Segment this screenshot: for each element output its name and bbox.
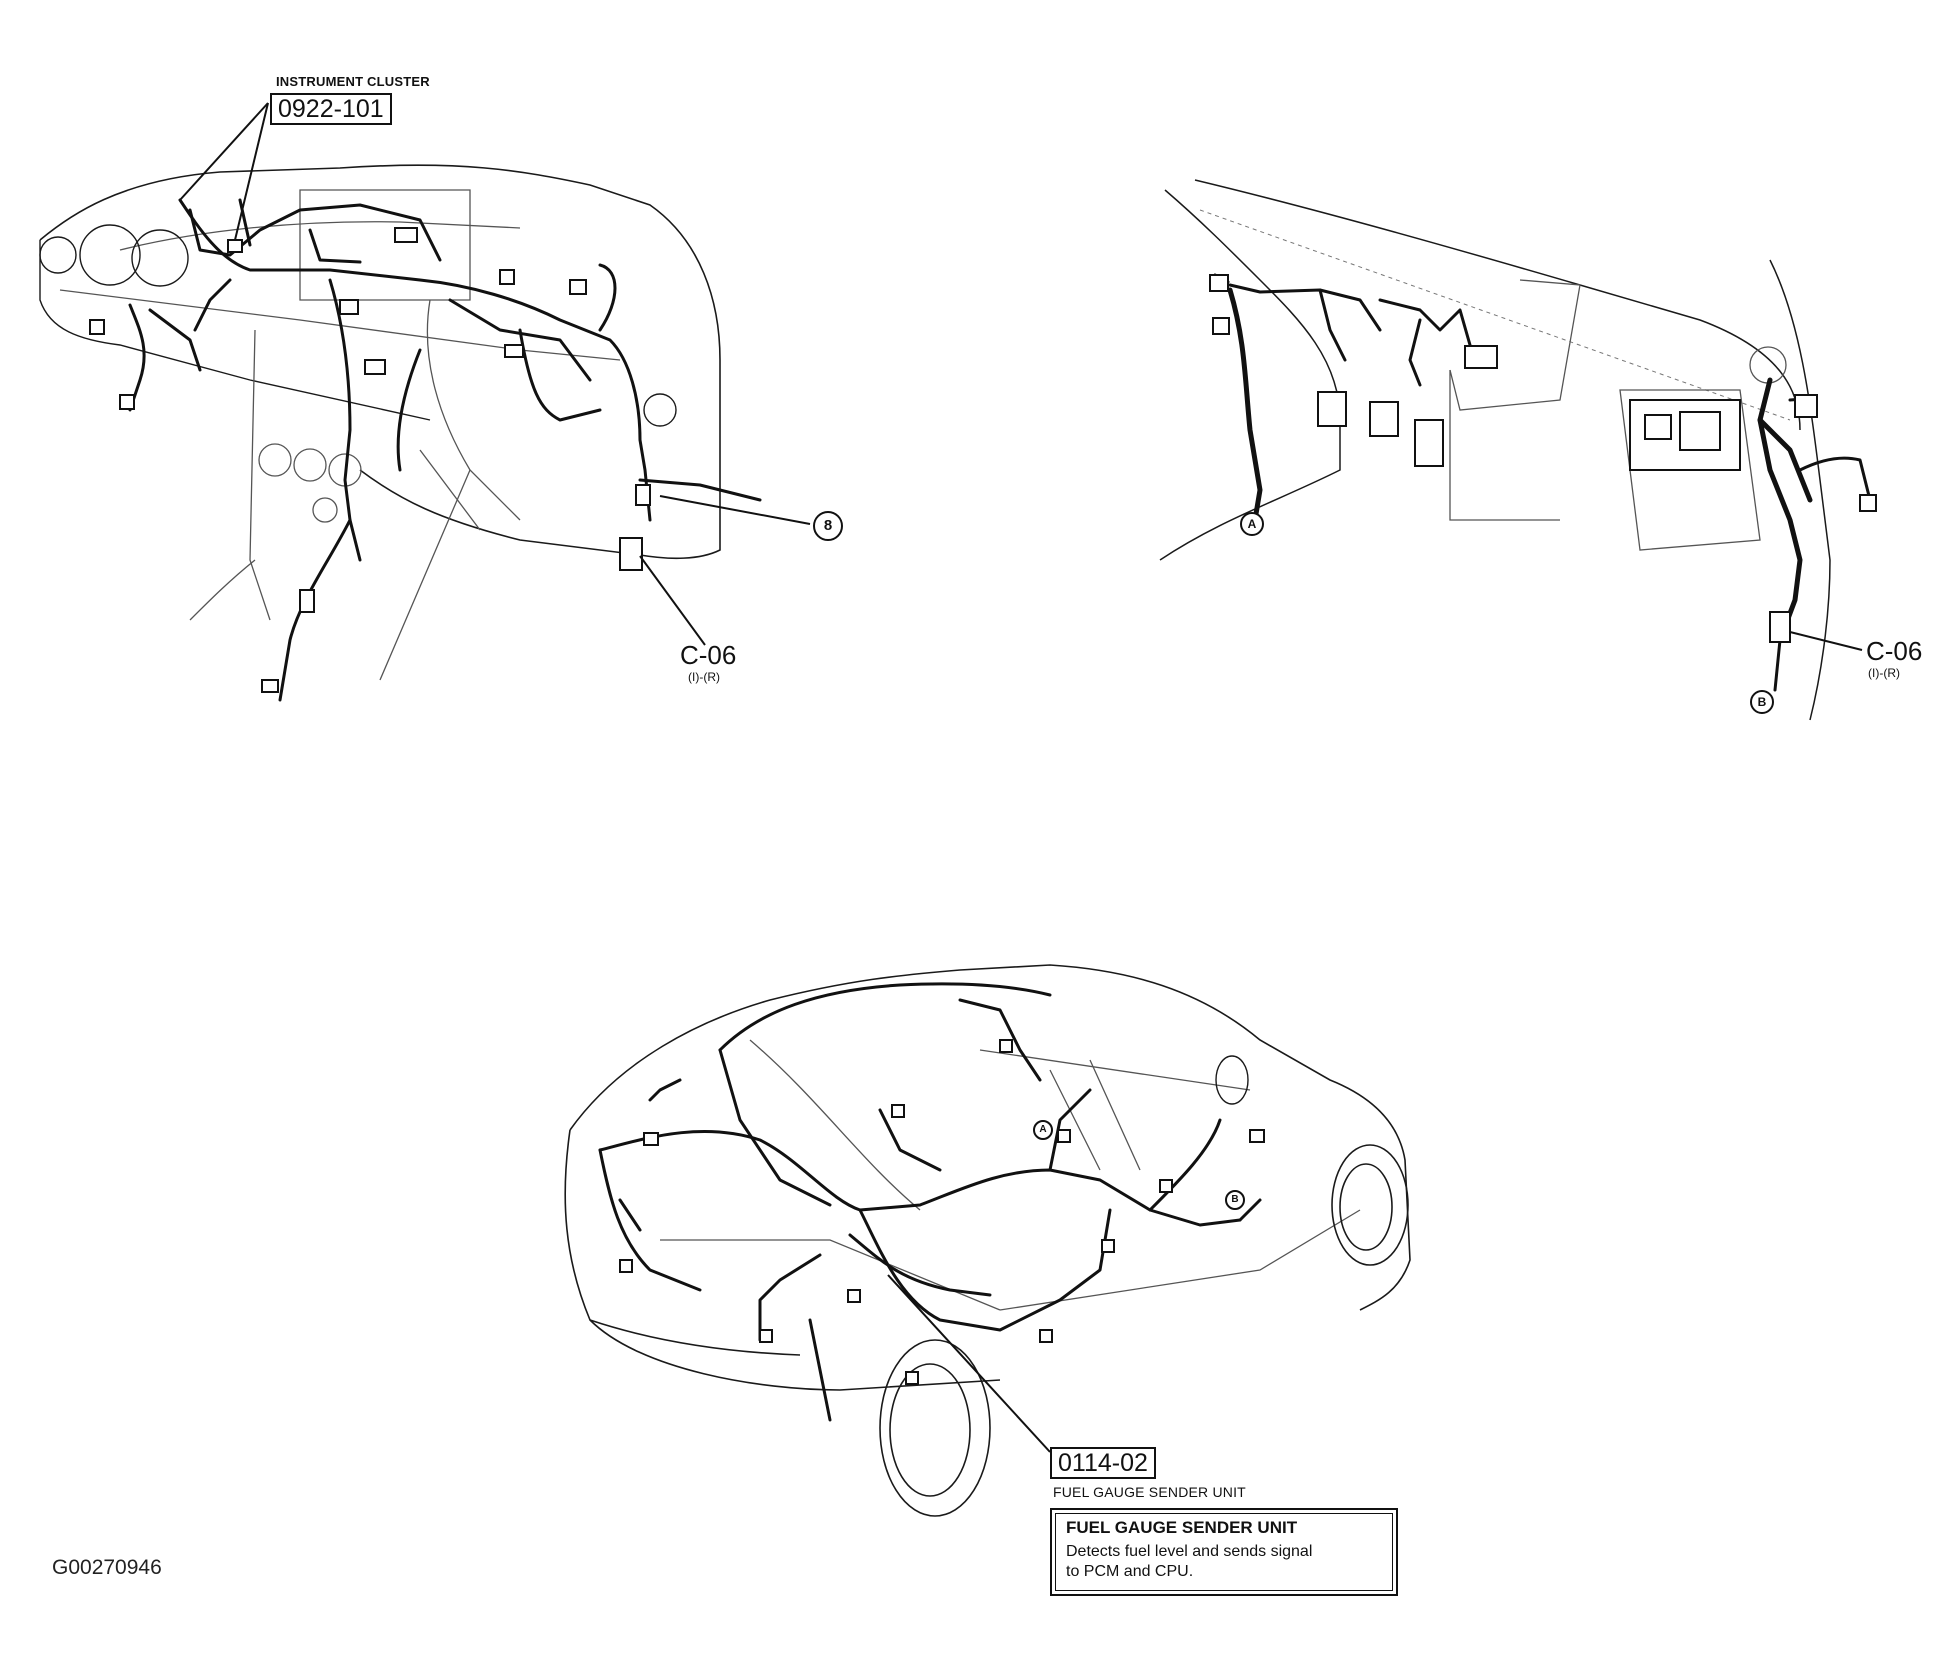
ref-marker-b-panel: B (1750, 690, 1774, 714)
fuel-sender-code: 0114-02 (1050, 1447, 1156, 1479)
ref-marker-a-panel: A (1240, 512, 1264, 536)
connector-c06-right-sub: (I)-(R) (1868, 666, 1900, 680)
connector-c06-left-code: C-06 (680, 640, 737, 670)
ref-marker-8: 8 (813, 511, 843, 541)
instrument-cluster-label: INSTRUMENT CLUSTER (276, 74, 430, 89)
ref-marker-a-car: A (1033, 1120, 1053, 1140)
instrument-cluster-code: 0922-101 (270, 93, 392, 125)
figure-id: G00270946 (52, 1556, 162, 1579)
dashboard-harness-view (39, 102, 811, 702)
info-box-inner-border (1055, 1513, 1393, 1591)
car-body-harness-view (564, 964, 1411, 1517)
connector-c06-left-sub: (I)-(R) (688, 670, 720, 684)
ref-marker-b-car: B (1225, 1190, 1245, 1210)
fuel-sender-info-box: FUEL GAUGE SENDER UNIT Detects fuel leve… (1050, 1508, 1398, 1596)
fuel-sender-label: FUEL GAUGE SENDER UNIT (1053, 1484, 1246, 1500)
floor-harness-view (1159, 179, 1877, 721)
connector-c06-right-code: C-06 (1866, 636, 1923, 666)
info-box-body: Detects fuel level and sends signal to P… (1066, 1543, 1313, 1580)
info-box-title: FUEL GAUGE SENDER UNIT (1066, 1518, 1298, 1537)
